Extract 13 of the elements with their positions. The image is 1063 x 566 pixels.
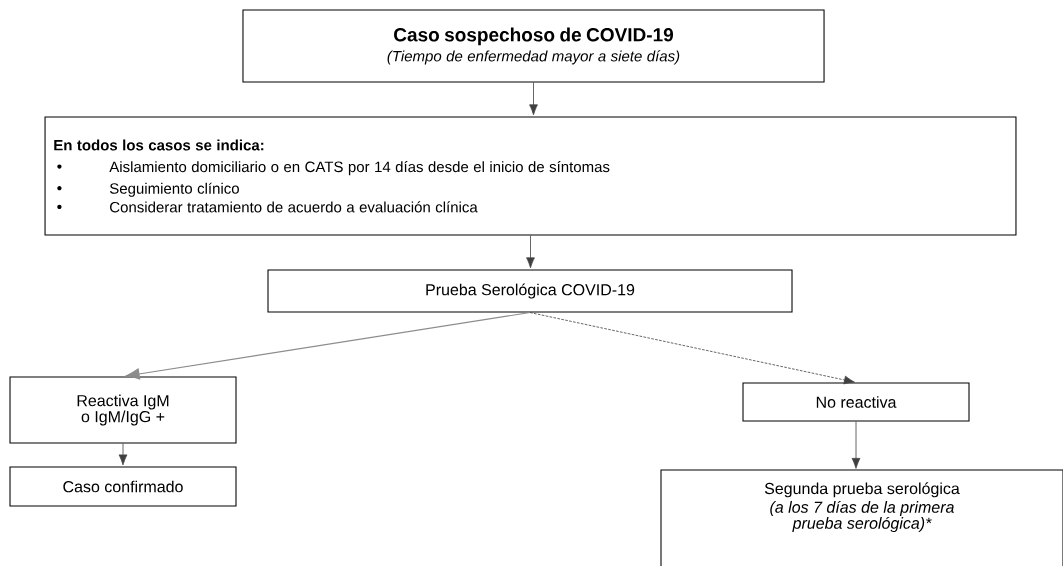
arrow [118,443,128,466]
process-box: Caso confirmado [9,466,237,507]
process-box: Prueba Serológica COVID-19 [267,269,793,313]
arrow [529,82,538,116]
process-box: Caso sospechoso de COVID-19 (Tiempo de enfermedad mayor a siete días) [242,9,825,83]
arrow [526,235,535,269]
instruction-box: En todos los casos se indica: Aislamiento domiciliario o en CATS por 14 días desde el inicio de síntomas Seguimiento clínico Considerar tratamiento de acuerdo a evaluación clínica [44,116,1017,236]
arrow [851,421,861,469]
process-box: Segunda prueba serológica (a los 7 días de la primera prueba serológica)* [660,469,1063,566]
arrow [529,312,855,385]
process-box: No reactiva [742,382,970,422]
arrow [125,311,531,380]
process-box: Reactiva IgM o IgM/IgG + [9,376,237,444]
